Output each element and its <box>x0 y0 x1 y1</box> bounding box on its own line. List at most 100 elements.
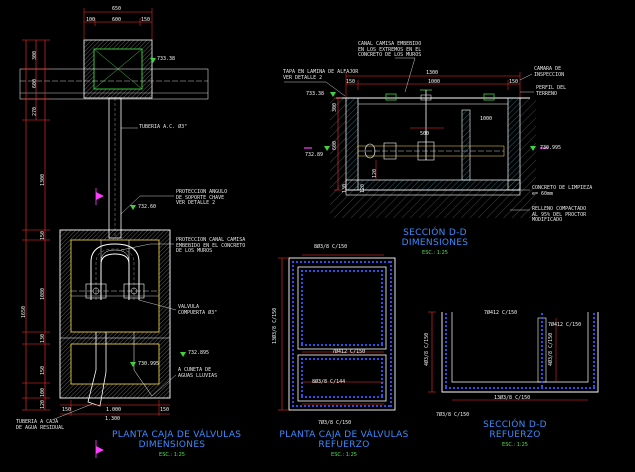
rebar-dot <box>291 344 295 348</box>
rebar-dot <box>564 386 568 390</box>
rebar-dot <box>319 260 323 264</box>
rebar-dot <box>347 404 351 408</box>
rebar-dot <box>389 300 393 304</box>
rebar-dot <box>328 269 332 273</box>
rebar-dot <box>380 293 384 297</box>
bottom-dim-c: 150 <box>160 407 170 413</box>
rebar-dot <box>291 316 295 320</box>
rebar-dot <box>380 365 384 369</box>
sec-elev-732-89: 732.89 <box>305 152 324 158</box>
rebar-dot <box>389 288 393 292</box>
rebar-dot <box>291 396 295 400</box>
rebar-dot <box>352 343 356 347</box>
rebar-dot <box>540 386 544 390</box>
left-dim-600: 600 <box>32 78 38 88</box>
rebar-dot <box>291 332 295 336</box>
rebar-dot <box>311 404 315 408</box>
rebar-dot <box>592 384 596 388</box>
rebar-dot <box>480 386 484 390</box>
rebar-dot <box>300 281 304 285</box>
rebar-dot <box>355 260 359 264</box>
rebar-dot <box>336 269 340 273</box>
sec-dim-120b: 120 <box>360 183 366 193</box>
rebar-dot <box>300 329 304 333</box>
rebar-dot <box>331 260 335 264</box>
elev-733-38: 733.38 <box>157 56 176 62</box>
rebar-dot <box>300 341 304 345</box>
rebar-dot <box>380 277 384 281</box>
rebar-dot <box>375 260 379 264</box>
rebar-dot <box>380 305 384 309</box>
rebar-dot <box>291 288 295 292</box>
rebar-dot <box>389 316 393 320</box>
rebar-dot <box>363 260 367 264</box>
rebar-dot <box>356 357 360 361</box>
rebar-dot <box>444 380 448 384</box>
rebar-dot <box>312 269 316 273</box>
rebar-dot <box>336 357 340 361</box>
rebar-dot <box>380 381 384 385</box>
rebar-dot <box>291 388 295 392</box>
rebar-dot <box>327 260 331 264</box>
rebar-dot <box>291 276 295 280</box>
rebar-dot <box>359 404 363 408</box>
rebar-dot <box>576 386 580 390</box>
rebar-sec-bottom: 13Ø3/8 C/150 <box>494 395 531 401</box>
left-dim-120: 120 <box>40 399 46 409</box>
rebar-dot <box>389 392 393 396</box>
rebar-dot <box>300 377 304 381</box>
rebar-dot <box>300 293 304 297</box>
rebar-dot <box>291 352 295 356</box>
rebar-dot <box>380 289 384 293</box>
label-camara: CAMARA DE INSPECCION <box>534 66 565 78</box>
rebar-dot <box>332 269 336 273</box>
rebar-dot <box>371 260 375 264</box>
rebar-dot <box>380 373 384 377</box>
left-dim-1650: 1650 <box>21 305 27 318</box>
rebar-dot <box>300 365 304 369</box>
rebar-dot <box>324 343 328 347</box>
rebar-dot <box>291 384 295 388</box>
rebar-dot <box>389 364 393 368</box>
rebar-dot <box>375 404 379 408</box>
rebar-dot <box>380 317 384 321</box>
rebar-dot <box>389 272 393 276</box>
rebar-dot <box>300 285 304 289</box>
rebar-dot <box>300 369 304 373</box>
rebar-dot <box>291 372 295 376</box>
sec-dim-150a: 150 <box>346 79 356 85</box>
rebar-dot <box>389 296 393 300</box>
plan-dimensiones-drawing <box>19 8 209 458</box>
rebar-dot <box>588 386 592 390</box>
rebar-dot <box>351 404 355 408</box>
rebar-dot <box>360 357 364 361</box>
rebar-dot <box>444 340 448 344</box>
rebar-dot <box>540 364 544 368</box>
rebar-dot <box>372 343 376 347</box>
rebar-dot <box>372 357 376 361</box>
rebar-dot <box>372 395 376 399</box>
rebar-dot <box>291 304 295 308</box>
rebar-dot <box>291 284 295 288</box>
label-tapa: TAPA EN LAMINA DE ALFAJOR VER DETALLE 2 <box>283 69 359 81</box>
rebar-sec-corner: 7Ø3/8 C/150 <box>436 412 470 418</box>
rebar-dot <box>492 386 496 390</box>
rebar-dot <box>508 386 512 390</box>
left-dim-150: 150 <box>40 230 46 240</box>
rebar-dot <box>380 285 384 289</box>
rebar-dot <box>291 272 295 276</box>
rebar-dot <box>444 352 448 356</box>
rebar-dot <box>536 386 540 390</box>
rebar-dot <box>476 386 480 390</box>
left-dim-100: 100 <box>40 387 46 397</box>
rebar-dot <box>444 344 448 348</box>
rebar-dot <box>291 264 295 268</box>
rebar-dot <box>389 344 393 348</box>
rebar-dot <box>316 395 320 399</box>
rebar-dot <box>540 372 544 376</box>
rebar-dot <box>592 340 596 344</box>
rebar-dot <box>300 317 304 321</box>
rebar-dot <box>291 364 295 368</box>
plan-refuerzo-drawing <box>278 254 396 411</box>
